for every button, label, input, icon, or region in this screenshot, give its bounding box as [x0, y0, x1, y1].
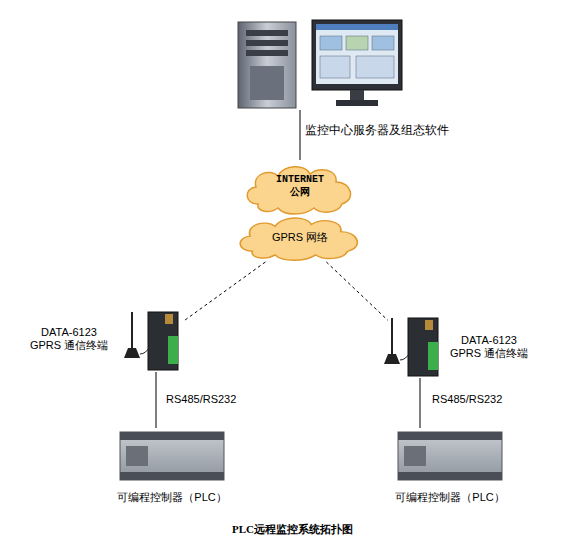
- node-label: 可编程控制器（PLC）: [114, 490, 230, 505]
- cloud-node: GPRS 网络: [232, 212, 368, 262]
- screen-titlebar: [316, 24, 398, 30]
- gprs-terminal: DATA-6123 GPRS 通信终端: [388, 316, 444, 378]
- plc-terminal-strip: [120, 432, 224, 440]
- antenna-base: [124, 348, 140, 358]
- plc-cpu-panel: [404, 446, 426, 466]
- antenna-rod: [131, 312, 133, 350]
- cable-line: [300, 110, 301, 160]
- drive-bay: [246, 40, 288, 46]
- cloud-label: GPRS 网络: [272, 230, 328, 245]
- screen-widget: [356, 56, 394, 78]
- screen-widget: [320, 56, 350, 78]
- plc-cpu-panel: [126, 446, 148, 466]
- screen-widget: [320, 36, 342, 50]
- screen-widget: [372, 36, 394, 50]
- monitor-screen: [316, 24, 398, 84]
- terminal-block: [428, 342, 438, 370]
- wireless-link: [326, 262, 388, 320]
- cable-line: [420, 378, 421, 428]
- plc-terminal-strip: [398, 432, 502, 440]
- plc-body: [120, 432, 224, 480]
- monitor-bezel: [312, 20, 402, 90]
- server-tower: [238, 22, 296, 108]
- vent-panel: [250, 66, 284, 100]
- cloud-outline: [240, 218, 357, 260]
- plc-body: [398, 432, 502, 480]
- terminal-block: [168, 336, 178, 364]
- terminal-body: [148, 312, 178, 370]
- server-node: 监控中心服务器及组态软件: [235, 18, 405, 110]
- antenna-port: [165, 314, 173, 324]
- interface-label: RS485/RS232: [166, 393, 236, 405]
- drive-bay: [246, 50, 288, 56]
- cloud-node: INTERNET 公网: [240, 160, 360, 216]
- plc-terminal-strip: [120, 472, 224, 480]
- screen-widget: [346, 36, 368, 50]
- cloud-outline: [247, 167, 350, 214]
- plc-node: 可编程控制器（PLC）: [396, 428, 504, 484]
- antenna-base: [384, 354, 400, 364]
- terminal-body: [408, 318, 438, 376]
- plc-node: 可编程控制器（PLC）: [118, 428, 226, 484]
- antenna-rod: [391, 318, 393, 356]
- wireless-link: [184, 262, 265, 321]
- interface-label: RS485/RS232: [432, 393, 502, 405]
- cable-line: [156, 372, 157, 428]
- node-label: 监控中心服务器及组态软件: [305, 122, 449, 139]
- caption: PLC远程监控系统拓扑图: [0, 522, 585, 537]
- gprs-terminal: DATA-6123 GPRS 通信终端: [128, 310, 184, 372]
- monitor-stand: [350, 90, 364, 100]
- cloud-label: INTERNET 公网: [271, 174, 329, 199]
- node-label: 可编程控制器（PLC）: [392, 490, 508, 505]
- drive-bay: [246, 30, 288, 36]
- node-label: DATA-6123 GPRS 通信终端: [26, 326, 112, 353]
- antenna-port: [425, 320, 433, 330]
- node-label: DATA-6123 GPRS 通信终端: [446, 334, 532, 361]
- monitor-base: [336, 100, 378, 106]
- plc-terminal-strip: [398, 472, 502, 480]
